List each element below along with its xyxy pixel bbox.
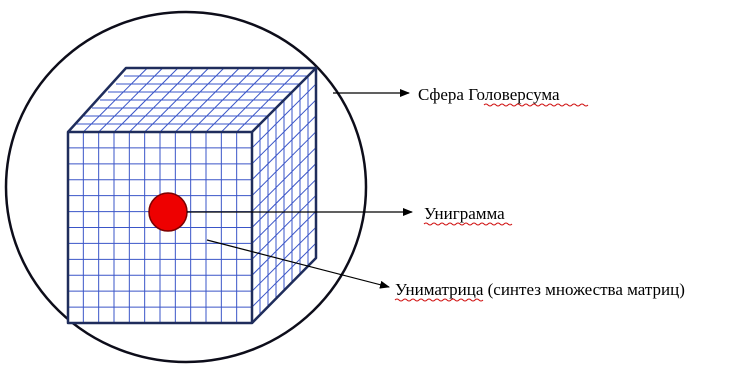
spellcheck-underline [483, 103, 589, 107]
grid-line [251, 83, 317, 149]
grid-line [251, 194, 317, 260]
spellcheck-underline [394, 298, 484, 302]
spellcheck-underline [423, 222, 513, 226]
grid-line [251, 226, 317, 292]
grid-line [251, 147, 317, 212]
unigram-label: Униграмма [424, 204, 505, 223]
grid-line [251, 131, 317, 197]
grid-line [251, 115, 317, 181]
grid-line [251, 99, 317, 165]
unimatrix-label: Униматрица (синтез множества матриц) [395, 280, 685, 299]
unimatrix-cube [66, 66, 318, 325]
cube-edges [66, 66, 318, 325]
sphere-label: Сфера Головерсума [418, 85, 560, 104]
unigram-dot [148, 192, 188, 232]
cube-grid [68, 67, 317, 323]
unimatrix-pointer-arrow [206, 239, 390, 289]
grid-line [251, 163, 317, 228]
holoversum-sphere [4, 10, 368, 364]
grid-line [251, 242, 317, 308]
grid-line [251, 210, 317, 276]
